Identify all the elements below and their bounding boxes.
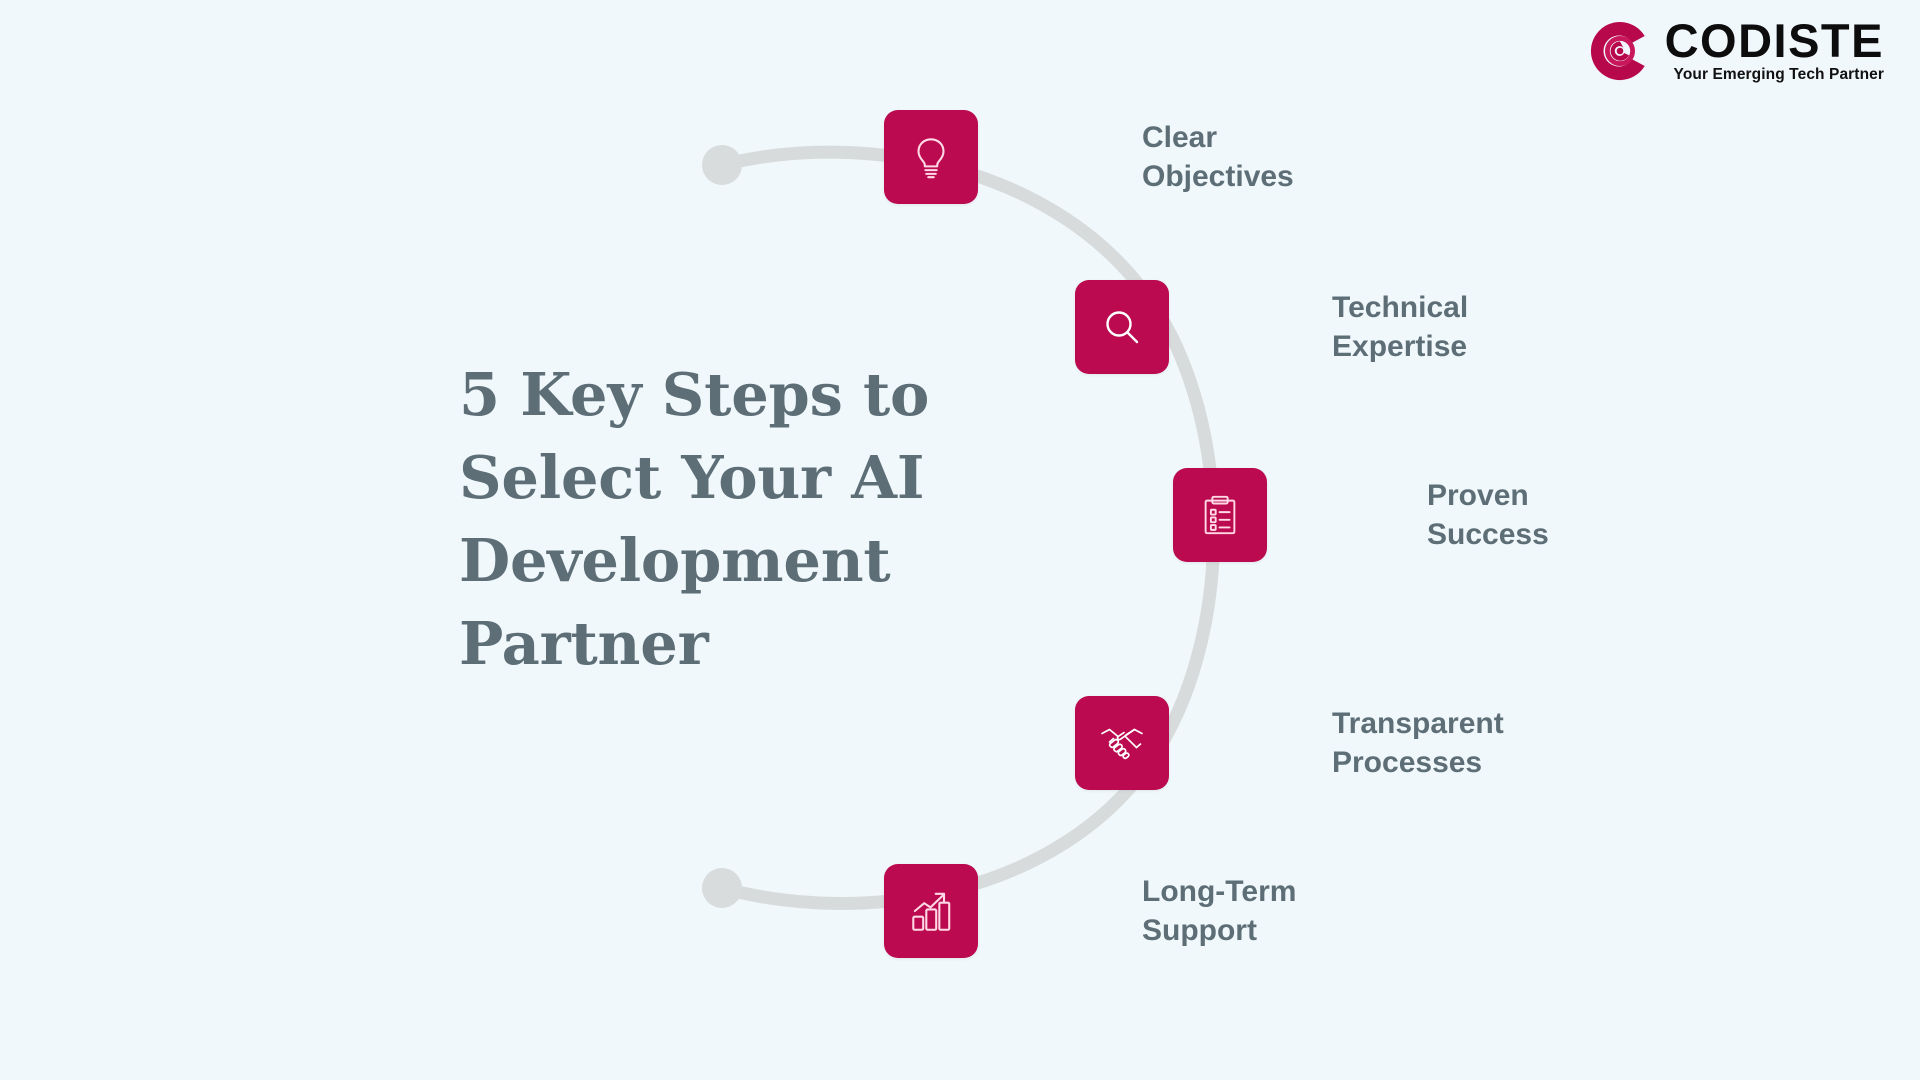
step-item-clear-objectives[interactable]: Clear Objectives xyxy=(884,110,1294,204)
arc-endpoint-dot-top xyxy=(702,145,742,185)
step-item-long-term-support[interactable]: Long-Term Support xyxy=(884,864,1296,958)
step-icon-card[interactable] xyxy=(884,864,978,958)
step-item-technical-expertise[interactable]: Technical Expertise xyxy=(1075,280,1468,374)
codiste-logo[interactable]: CODISTE Your Emerging Tech Partner xyxy=(1589,14,1884,84)
lightbulb-icon xyxy=(917,138,945,179)
arc-endpoint-dot-bottom xyxy=(702,868,742,908)
bar-chart-growth-icon xyxy=(912,892,951,931)
step-icon-card[interactable] xyxy=(1075,280,1169,374)
logo-tagline: Your Emerging Tech Partner xyxy=(1673,66,1884,84)
step-icon-card[interactable] xyxy=(1075,696,1169,790)
step-icon-card[interactable] xyxy=(1173,468,1267,562)
step-item-proven-success[interactable]: Proven Success xyxy=(1173,468,1549,562)
step-icon-card[interactable] xyxy=(884,110,978,204)
step-label: Transparent Processes xyxy=(1332,706,1504,779)
step-label: Proven Success xyxy=(1427,478,1549,551)
step-item-transparent-processes[interactable]: Transparent Processes xyxy=(1075,696,1504,790)
magnifying-glass-icon xyxy=(1106,311,1139,344)
handshake-icon xyxy=(1101,728,1143,760)
step-label: Long-Term Support xyxy=(1142,874,1297,947)
step-label: Technical Expertise xyxy=(1332,290,1469,363)
codiste-circular-c-logo-icon xyxy=(1590,21,1645,80)
clipboard-checklist-icon xyxy=(1204,495,1236,535)
logo-wordmark: CODISTE xyxy=(1664,14,1884,67)
page-title: 5 Key Steps to Select Your AI Developmen… xyxy=(459,359,930,679)
step-label: Clear Objectives xyxy=(1142,120,1294,193)
